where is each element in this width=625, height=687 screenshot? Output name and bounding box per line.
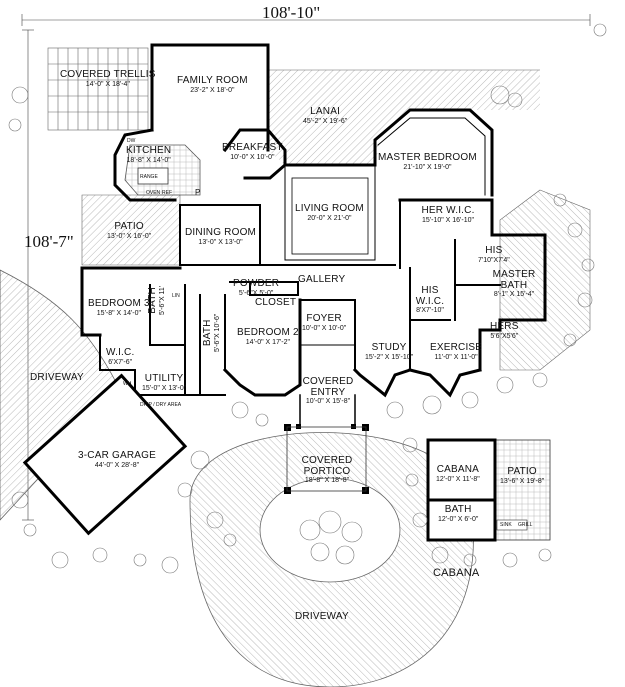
room-label-wic: W.I.C.6'X7'-6" <box>106 347 135 366</box>
portico-columns <box>284 424 369 494</box>
room-label-closet: CLOSET <box>255 297 297 308</box>
garage-walls <box>22 373 188 536</box>
kitchen-island <box>137 167 169 185</box>
fixture-label-p: P <box>195 188 201 197</box>
room-label-cabana-title: CABANA <box>433 567 480 579</box>
fixture-label-range: RANGE <box>140 174 158 180</box>
room-label-his-wic: HIS W.I.C.8'X7'-10" <box>415 285 445 314</box>
house-walls <box>80 43 547 426</box>
cabana-building <box>426 438 551 542</box>
overall-depth-dimension: 108'-7" <box>24 232 74 251</box>
fixture-label-grill: GRILL <box>518 522 533 528</box>
room-label-driveway-west: DRIVEWAY <box>30 372 84 383</box>
room-label-her-wic: HER W.I.C.15'-10" X 16'-10" <box>421 205 475 224</box>
room-label-gallery: GALLERY <box>298 274 346 285</box>
landscaping <box>8 23 607 574</box>
covered-trellis <box>47 47 149 131</box>
fixture-label-sink: SINK <box>500 522 512 528</box>
portico-outline <box>286 426 367 492</box>
fixture-label-oven: OVEN <box>146 190 161 196</box>
fixture-label-dw: DW <box>127 138 136 144</box>
room-label-driveway-south: DRIVEWAY <box>295 611 349 622</box>
overall-width-dimension: 108'-10" <box>262 3 321 22</box>
fixture-label-wh: WH <box>123 381 132 387</box>
fixture-label-drip: DRIP / DRY AREA <box>140 402 182 408</box>
fixture-label-ref: REF <box>162 190 172 196</box>
driveway-south-paving <box>189 432 474 687</box>
lanai-paving <box>268 69 540 165</box>
fixture-label-lin: LIN <box>172 293 180 299</box>
